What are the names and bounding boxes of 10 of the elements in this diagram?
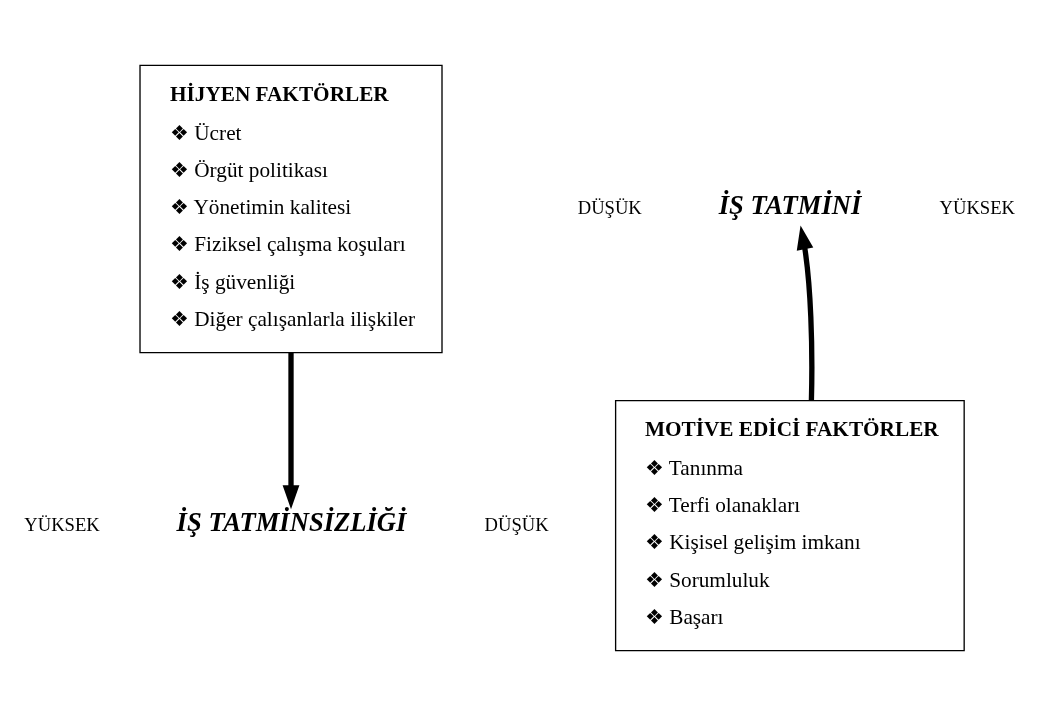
arrow bbox=[282, 352, 300, 509]
node-text: İŞ TATMİNSİZLİĞİ bbox=[176, 506, 407, 537]
node-text: İŞ TATMİNİ bbox=[718, 189, 862, 220]
node-box: MOTİVE EDİCİ FAKTÖRLER ❖ Tanınma ❖ Terfi olanakları ❖ Kişisel gelişim imkanı ❖ Sorumluluk ❖ Başarı bbox=[614, 399, 965, 651]
label: DÜŞÜK bbox=[484, 513, 549, 535]
label: DÜŞÜK bbox=[577, 196, 642, 218]
label: YÜKSEK bbox=[24, 513, 100, 535]
node-box: HİJYEN FAKTÖRLER ❖ Ücret ❖ Örgüt politikası ❖ Yönetimin kalitesi ❖ Fiziksel çalışma koşuları ❖ İş güvenliği ❖ Diğer çalışanlarla ilişkiler bbox=[139, 64, 443, 353]
label: YÜKSEK bbox=[939, 196, 1016, 218]
arrow bbox=[796, 225, 815, 400]
